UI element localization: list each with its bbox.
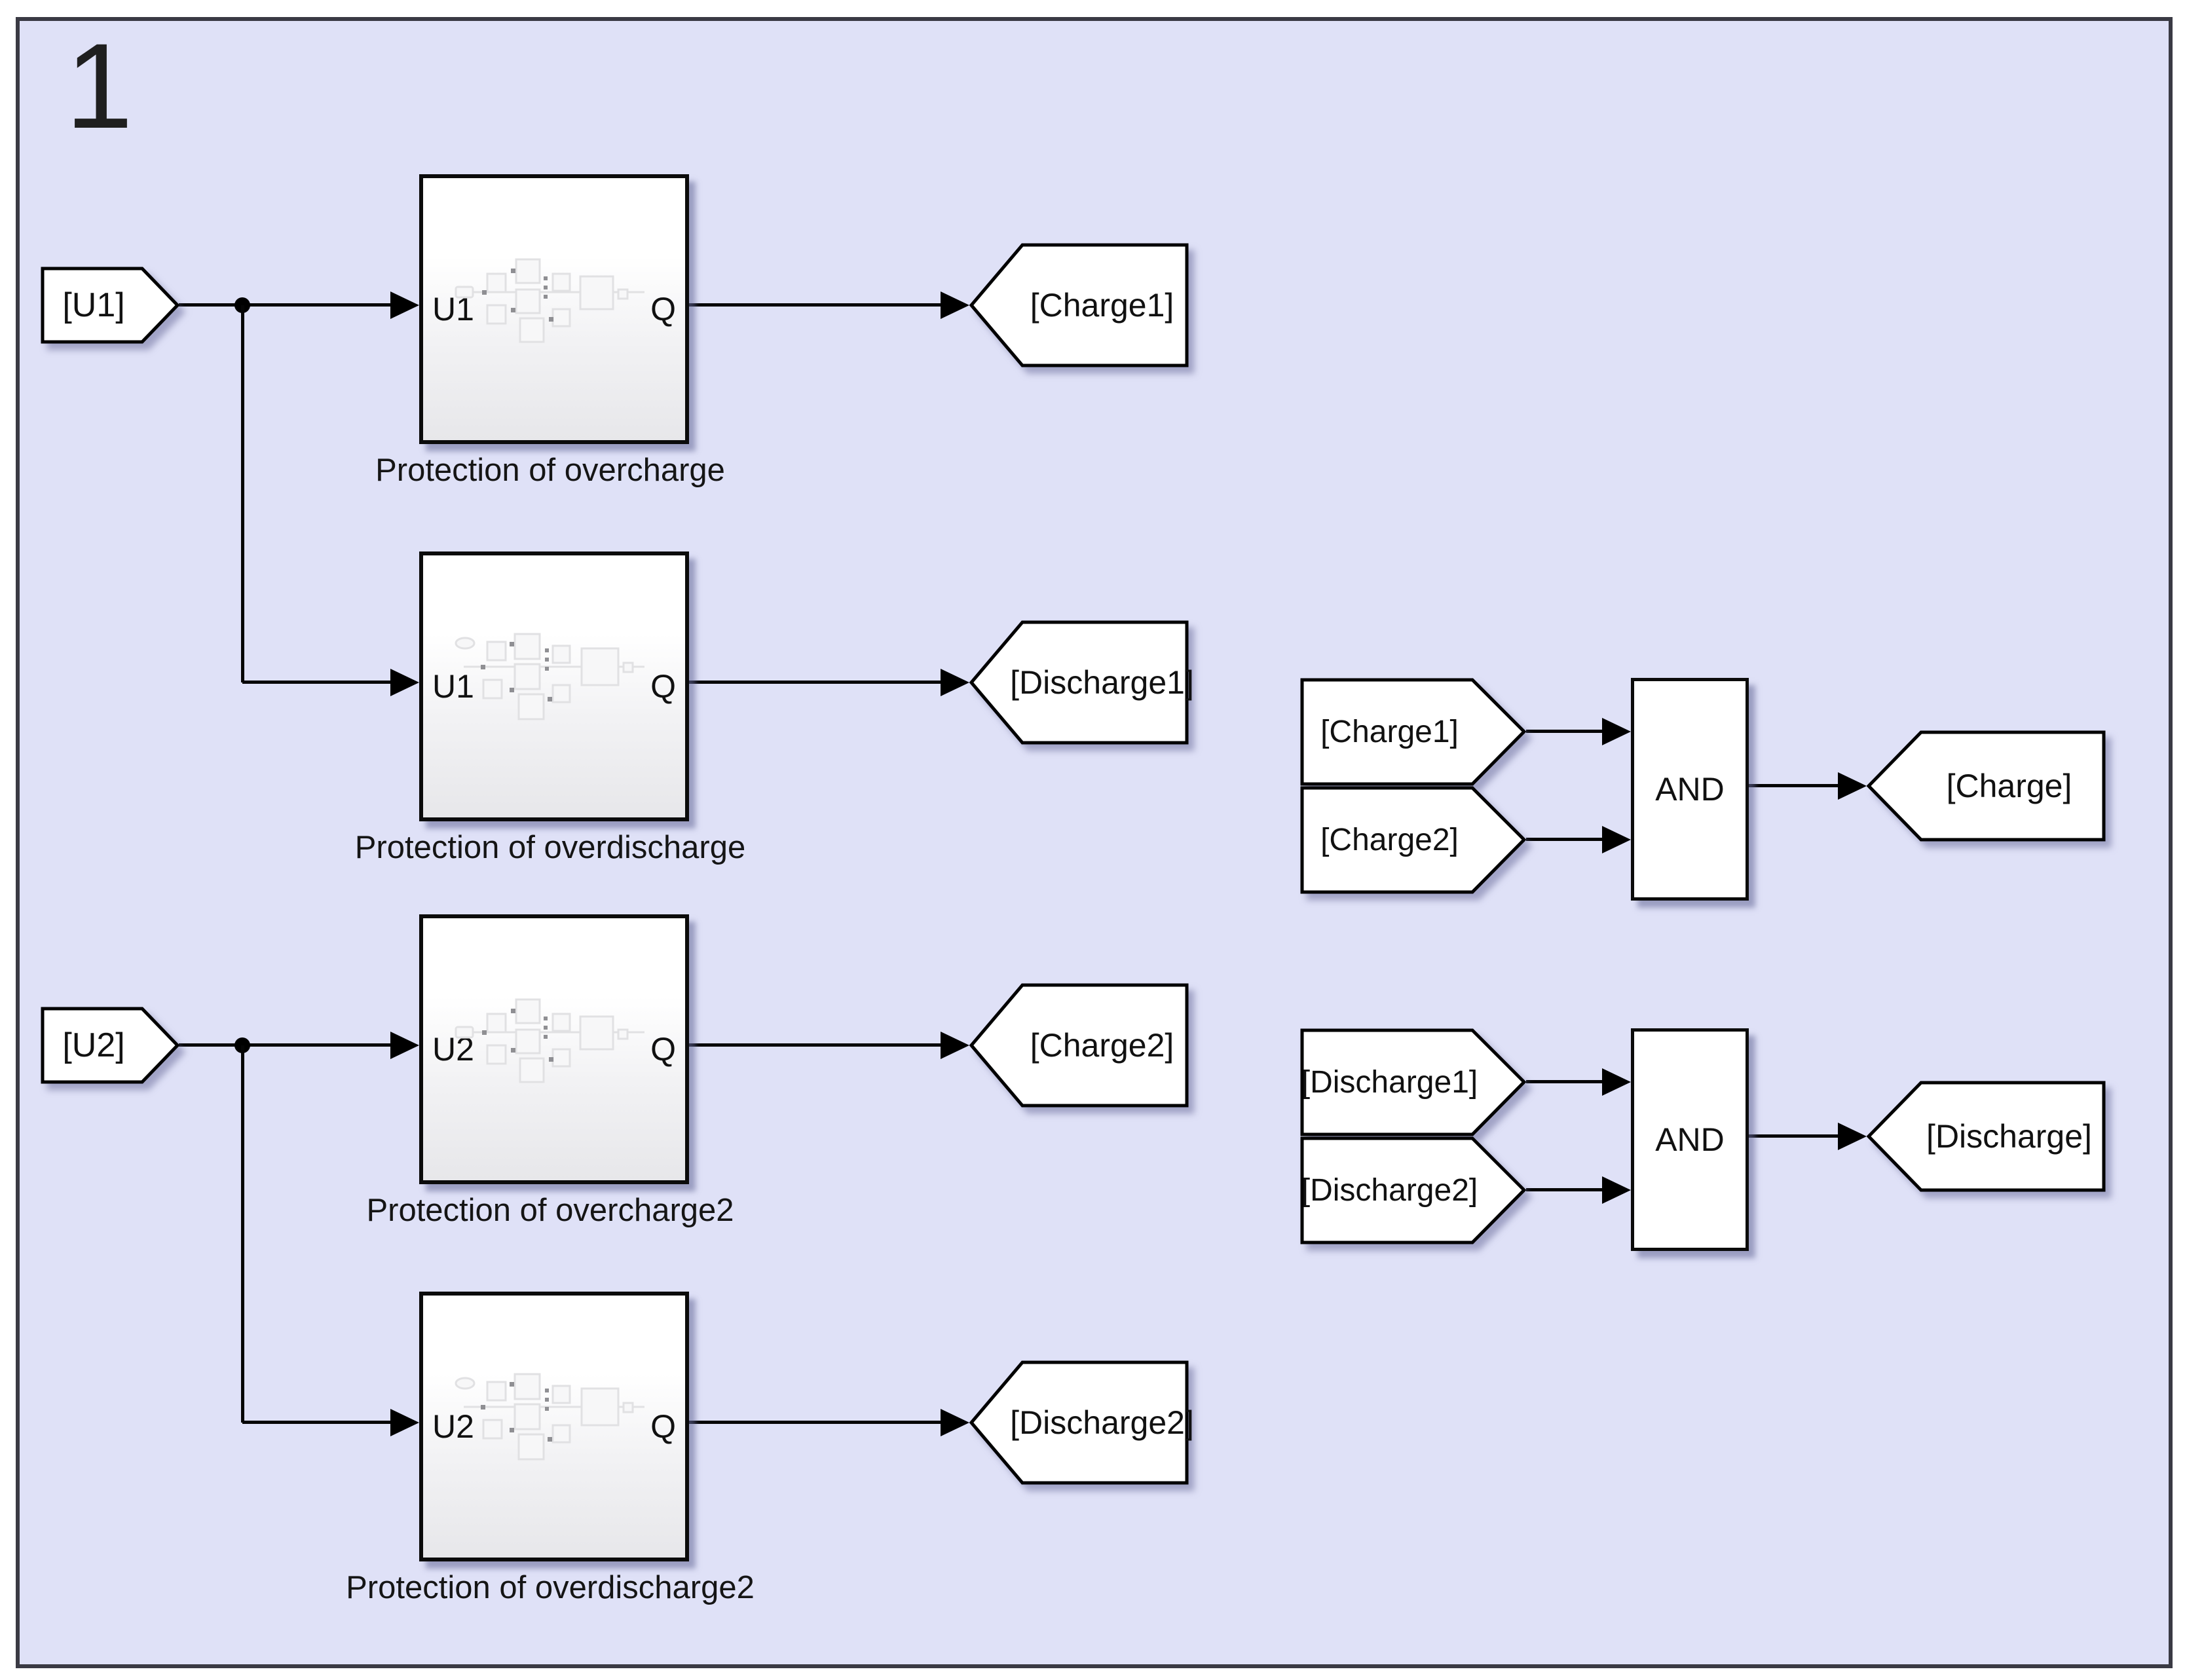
arrowhead-icon (1602, 1068, 1631, 1096)
subsystem-overcharge2[interactable]: U2 Q (419, 914, 689, 1184)
arrowhead-icon (941, 1032, 969, 1059)
arrowhead-icon (941, 1409, 969, 1436)
arrowhead-icon (941, 291, 969, 319)
input-port-label: U2 (432, 1408, 474, 1445)
wire-and-to-discharge[interactable] (1742, 1134, 1840, 1138)
wire-q-to-discharge1[interactable] (681, 681, 943, 684)
goto-tag-discharge2-label: [Discharge2] (1010, 1404, 1194, 1441)
subsystem-thumbnail-icon (455, 998, 644, 1083)
wire-u1-main[interactable] (179, 303, 393, 307)
from-tag-discharge1[interactable]: [Discharge1] (1300, 1028, 1526, 1136)
wire-u2-to-overdischarge2[interactable] (242, 1421, 393, 1424)
from-tag-u1[interactable]: [U1] (41, 267, 179, 344)
output-port-label: Q (650, 291, 676, 327)
from-tag-charge1[interactable]: [Charge1] (1300, 678, 1526, 786)
arrowhead-icon (390, 1409, 419, 1436)
block-label[interactable]: Protection of overcharge2 (366, 1193, 734, 1228)
arrowhead-icon (390, 669, 419, 696)
from-tag-u2-label: [U2] (62, 1026, 125, 1064)
and-block-charge[interactable]: AND (1631, 678, 1749, 901)
and-operator-label: AND (1655, 1121, 1725, 1158)
from-tag-u2[interactable]: [U2] (41, 1007, 179, 1084)
subsystem-thumbnail-icon (455, 1373, 644, 1461)
output-port-label: Q (650, 668, 676, 705)
block-label[interactable]: Protection of overdischarge (354, 830, 746, 865)
goto-tag-discharge2[interactable]: [Discharge2] (969, 1360, 1194, 1485)
goto-tag-charge-label: [Charge] (1946, 768, 2072, 804)
wire-q-to-charge2[interactable] (681, 1043, 943, 1047)
and-operator-label: AND (1655, 771, 1725, 808)
wire-discharge1-to-and[interactable] (1526, 1080, 1605, 1083)
from-tag-charge1-label: [Charge1] (1320, 715, 1459, 749)
from-tag-discharge2[interactable]: [Discharge2] (1300, 1136, 1526, 1244)
arrowhead-icon (941, 669, 969, 696)
goto-tag-charge1-label: [Charge1] (1030, 287, 1174, 324)
goto-tag-discharge1-label: [Discharge1] (1010, 664, 1194, 701)
arrowhead-icon (1838, 772, 1867, 800)
arrowhead-icon (390, 291, 419, 319)
arrowhead-icon (1838, 1123, 1867, 1150)
wire-u2-branch[interactable] (241, 1045, 244, 1423)
goto-tag-charge2-label: [Charge2] (1030, 1027, 1174, 1064)
subsystem-overdischarge[interactable]: U1 Q (419, 551, 689, 821)
from-tag-discharge2-label: [Discharge2] (1301, 1173, 1478, 1208)
arrowhead-icon (1602, 718, 1631, 745)
output-port-label: Q (650, 1408, 676, 1445)
wire-u1-to-overdischarge[interactable] (242, 681, 393, 684)
subsystem-thumbnail-icon (455, 633, 644, 720)
block-label[interactable]: Protection of overdischarge2 (346, 1570, 755, 1605)
from-tag-charge2-label: [Charge2] (1320, 823, 1459, 857)
output-port-label: Q (650, 1031, 676, 1068)
block-label[interactable]: Protection of overcharge (375, 453, 725, 488)
goto-tag-discharge[interactable]: [Discharge] (1867, 1081, 2106, 1192)
wire-q-to-charge1[interactable] (681, 303, 943, 307)
from-tag-u1-label: [U1] (62, 286, 125, 324)
wire-u2-main[interactable] (179, 1043, 393, 1047)
arrowhead-icon (1602, 1176, 1631, 1204)
subsystem-overdischarge2[interactable]: U2 Q (419, 1292, 689, 1561)
wire-charge1-to-and[interactable] (1526, 730, 1605, 733)
goto-tag-discharge-label: [Discharge] (1926, 1118, 2092, 1155)
page-number: 1 (65, 19, 133, 154)
wire-discharge2-to-and[interactable] (1526, 1188, 1605, 1191)
from-tag-charge2[interactable]: [Charge2] (1300, 786, 1526, 894)
input-port-label: U1 (432, 668, 474, 705)
wire-q-to-discharge2[interactable] (681, 1421, 943, 1424)
wire-u1-branch[interactable] (241, 305, 244, 682)
arrowhead-icon (390, 1032, 419, 1059)
arrowhead-icon (1602, 826, 1631, 853)
goto-tag-discharge1[interactable]: [Discharge1] (969, 620, 1194, 745)
subsystem-thumbnail-icon (455, 258, 644, 343)
and-block-discharge[interactable]: AND (1631, 1028, 1749, 1251)
subsystem-overcharge[interactable]: U1 Q (419, 174, 689, 444)
goto-tag-charge1[interactable]: [Charge1] (969, 243, 1189, 367)
wire-and-to-charge[interactable] (1742, 784, 1840, 787)
goto-tag-charge[interactable]: [Charge] (1867, 730, 2106, 842)
from-tag-discharge1-label: [Discharge1] (1301, 1065, 1478, 1100)
wire-charge2-to-and[interactable] (1526, 838, 1605, 841)
goto-tag-charge2[interactable]: [Charge2] (969, 983, 1189, 1108)
